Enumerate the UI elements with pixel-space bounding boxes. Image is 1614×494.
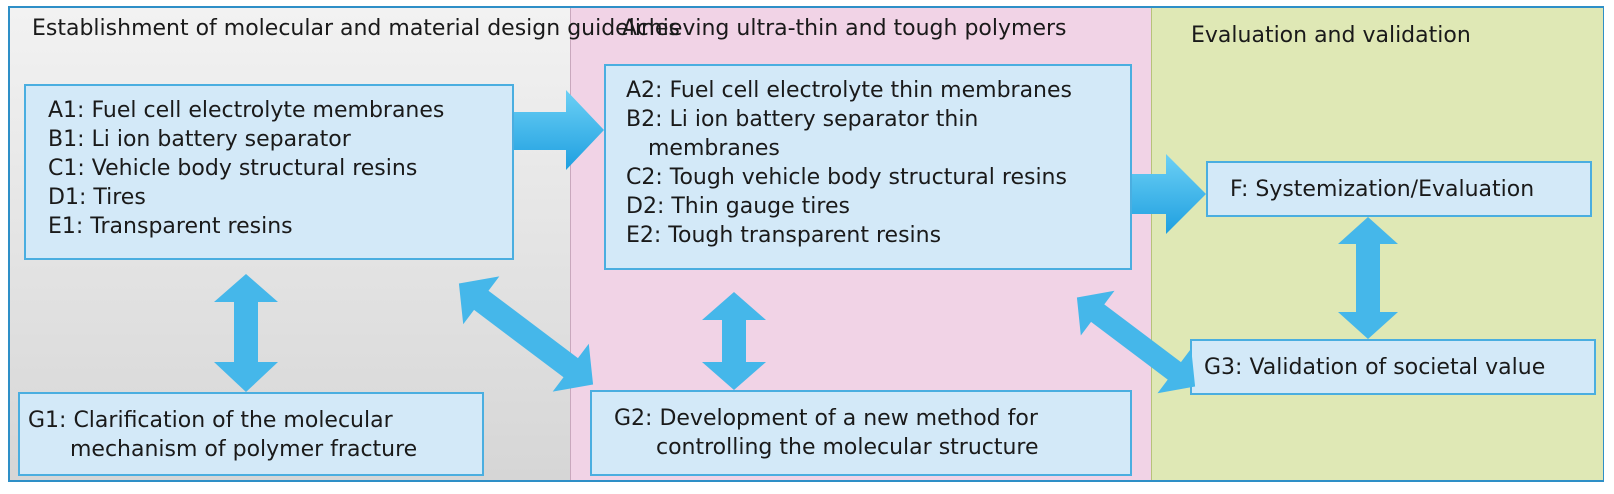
g1-line2: mechanism of polymer fracture [70,437,418,462]
double-arrow-vertical-g3 [1338,217,1398,339]
list-item: B2: Li ion battery separator thin [626,107,979,132]
double-arrow-diagonal-right [1076,290,1196,394]
panel-title-left-line2: design guidelines [487,16,680,41]
box-molecular-structure-method: G2: Development of a new method for cont… [590,390,1132,476]
list-item: C1: Vehicle body structural resins [48,156,418,181]
box-systemization: F: Systemization/Evaluation [1206,161,1592,217]
g2-line2: controlling the molecular structure [656,435,1039,460]
box-fracture-mechanism: G1: Clarification of the molecular mecha… [18,392,484,476]
thin-tough-materials-list: A2: Fuel cell electrolyte thin membranes… [626,76,1130,250]
block-arrow-right-2 [1132,154,1206,234]
g2-line1: G2: Development of a new method for [614,406,1038,431]
list-item: D2: Thin gauge tires [626,194,850,219]
g1-line1: G1: Clarification of the molecular [28,408,393,433]
list-item: C2: Tough vehicle body structural resins [626,165,1067,190]
list-item: E2: Tough transparent resins [626,223,942,248]
list-item: E1: Transparent resins [48,214,293,239]
list-item: membranes [648,136,780,161]
panel-title-right: Evaluation and validation [1191,23,1471,48]
panel-title-middle: Achieving ultra-thin and tough polymers [622,16,1067,41]
initial-materials-list: A1: Fuel cell electrolyte membranes B1: … [48,96,512,241]
double-arrow-diagonal-left [458,276,594,392]
box-societal-validation: G3: Validation of societal value [1190,339,1596,395]
list-item: A1: Fuel cell electrolyte membranes [48,98,445,123]
double-arrow-vertical-g2 [702,292,766,390]
diagram-frame [8,6,1604,482]
panel-title-left: Establishment of molecular and material … [32,15,680,43]
panel-title-left-line1: Establishment of molecular and material [32,16,481,41]
box-initial-materials: A1: Fuel cell electrolyte membranes B1: … [24,84,514,260]
list-item: A2: Fuel cell electrolyte thin membranes [626,78,1072,103]
list-item: D1: Tires [48,185,146,210]
list-item: B1: Li ion battery separator [48,127,351,152]
block-arrow-right-1 [514,90,604,170]
box-thin-tough-materials: A2: Fuel cell electrolyte thin membranes… [604,64,1132,270]
double-arrow-vertical-g1 [214,274,278,392]
